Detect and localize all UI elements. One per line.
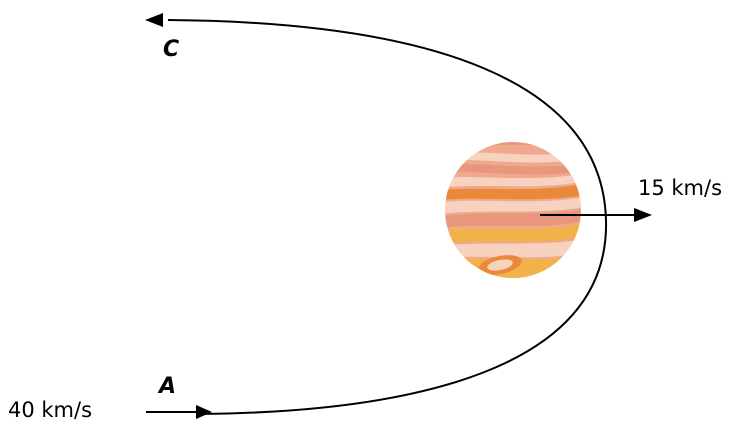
planet-velocity-arrowhead: [634, 208, 652, 222]
label-point-a: A: [157, 374, 176, 399]
arrowhead-c: [145, 13, 163, 27]
label-speed-planet: 15 km/s: [638, 176, 722, 200]
jupiter-planet-icon: [445, 142, 581, 278]
arrowhead-a: [196, 405, 212, 419]
label-speed-a: 40 km/s: [8, 398, 92, 422]
label-point-c: C: [163, 37, 179, 62]
trajectory-curve: [167, 19, 608, 415]
